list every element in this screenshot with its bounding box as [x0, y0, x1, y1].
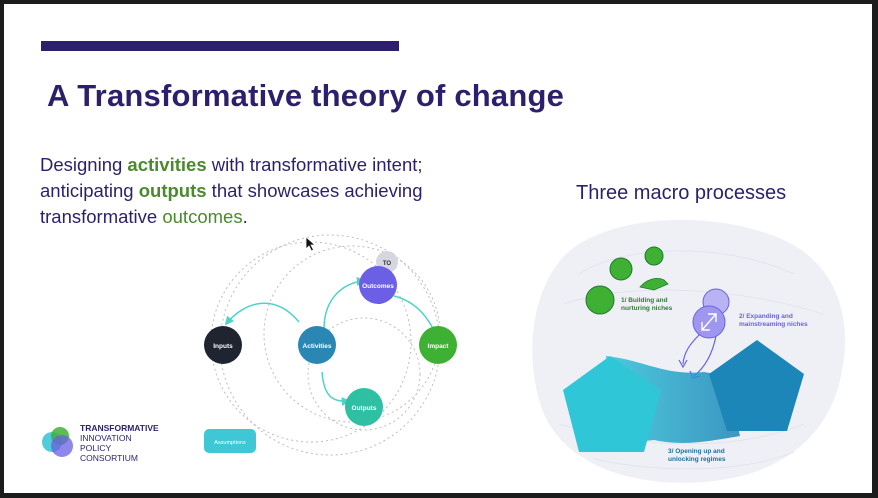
subtitle-text: Designing — [40, 154, 128, 175]
logo-line: POLICY — [80, 443, 112, 453]
macro-processes-title: Three macro processes — [576, 182, 787, 204]
activities-label: Activities — [303, 343, 332, 350]
process-2-line2: mainstreaming niches — [739, 321, 808, 328]
accent-bar — [41, 41, 399, 51]
subtitle-outputs: outputs — [138, 180, 207, 201]
subtitle-text: . — [242, 206, 248, 227]
outcomes-node — [359, 266, 397, 304]
slide-subtitle: Designing activities with transformative… — [40, 152, 490, 230]
subtitle-text: with transformative intent; anticipating — [40, 154, 423, 201]
activities-node — [298, 326, 336, 364]
niche-circles — [585, 246, 664, 315]
slide-title: A Transformative theory of change — [47, 78, 565, 113]
to-label: TO — [383, 261, 392, 267]
process-1-line2: nurturing niches — [621, 305, 673, 312]
impact-node — [419, 326, 457, 364]
expand-arrows-icon — [701, 313, 717, 331]
subtitle-outcomes: outcomes — [162, 206, 243, 227]
outputs-label: Outputs — [352, 405, 377, 412]
theory-of-change-diagram: TO Outcomes Inputs Activities Impact Out… — [204, 234, 457, 456]
process-3-line2: unlocking regimes — [668, 456, 726, 463]
logo-line: CONSORTIUM — [80, 453, 138, 463]
hand-icon — [639, 278, 669, 291]
logo-text: TRANSFORMATIVE INNOVATION POLICY CONSORT… — [80, 423, 159, 463]
subtitle-text: that showcases achieving transformative — [40, 180, 423, 227]
outputs-node — [345, 388, 383, 426]
assumptions-box — [204, 429, 256, 453]
outcomes-label: Outcomes — [362, 283, 394, 290]
tipc-logo-icon — [42, 427, 73, 457]
process-1-line1: 1/ Building and — [621, 297, 668, 304]
subtitle-activities: activities — [127, 154, 207, 175]
pentagon-right — [709, 340, 804, 431]
macro-processes-illustration: 1/ Building and nurturing niches 2/ Expa… — [532, 219, 846, 483]
inputs-node — [204, 326, 242, 364]
arrow-head-icon — [678, 359, 688, 369]
arrow-down-left — [682, 333, 701, 365]
impact-label: Impact — [428, 343, 450, 350]
pentagon-left — [563, 356, 661, 452]
process-3-line1: 3/ Opening up and — [668, 448, 725, 455]
logo-line: INNOVATION — [80, 433, 132, 443]
assumptions-label: Assumptions — [214, 440, 246, 446]
logo-line: TRANSFORMATIVE — [80, 423, 159, 433]
mouse-cursor-icon — [305, 236, 317, 252]
process-2-line1: 2/ Expanding and — [739, 313, 793, 320]
presentation-slide: A Transformative theory of change Design… — [4, 4, 872, 493]
inputs-label: Inputs — [213, 343, 233, 350]
